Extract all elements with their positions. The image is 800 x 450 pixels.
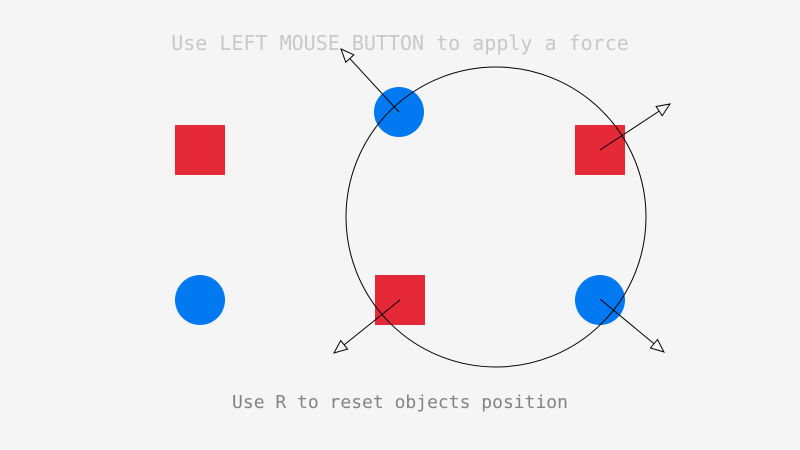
red-square-bottom-middle[interactable] xyxy=(375,275,425,325)
blue-circle-bottom-right[interactable] xyxy=(575,275,625,325)
red-square-top-right[interactable] xyxy=(575,125,625,175)
red-square-top-left[interactable] xyxy=(175,125,225,175)
blue-circle-top[interactable] xyxy=(374,87,424,137)
blue-circle-bottom-left[interactable] xyxy=(175,275,225,325)
